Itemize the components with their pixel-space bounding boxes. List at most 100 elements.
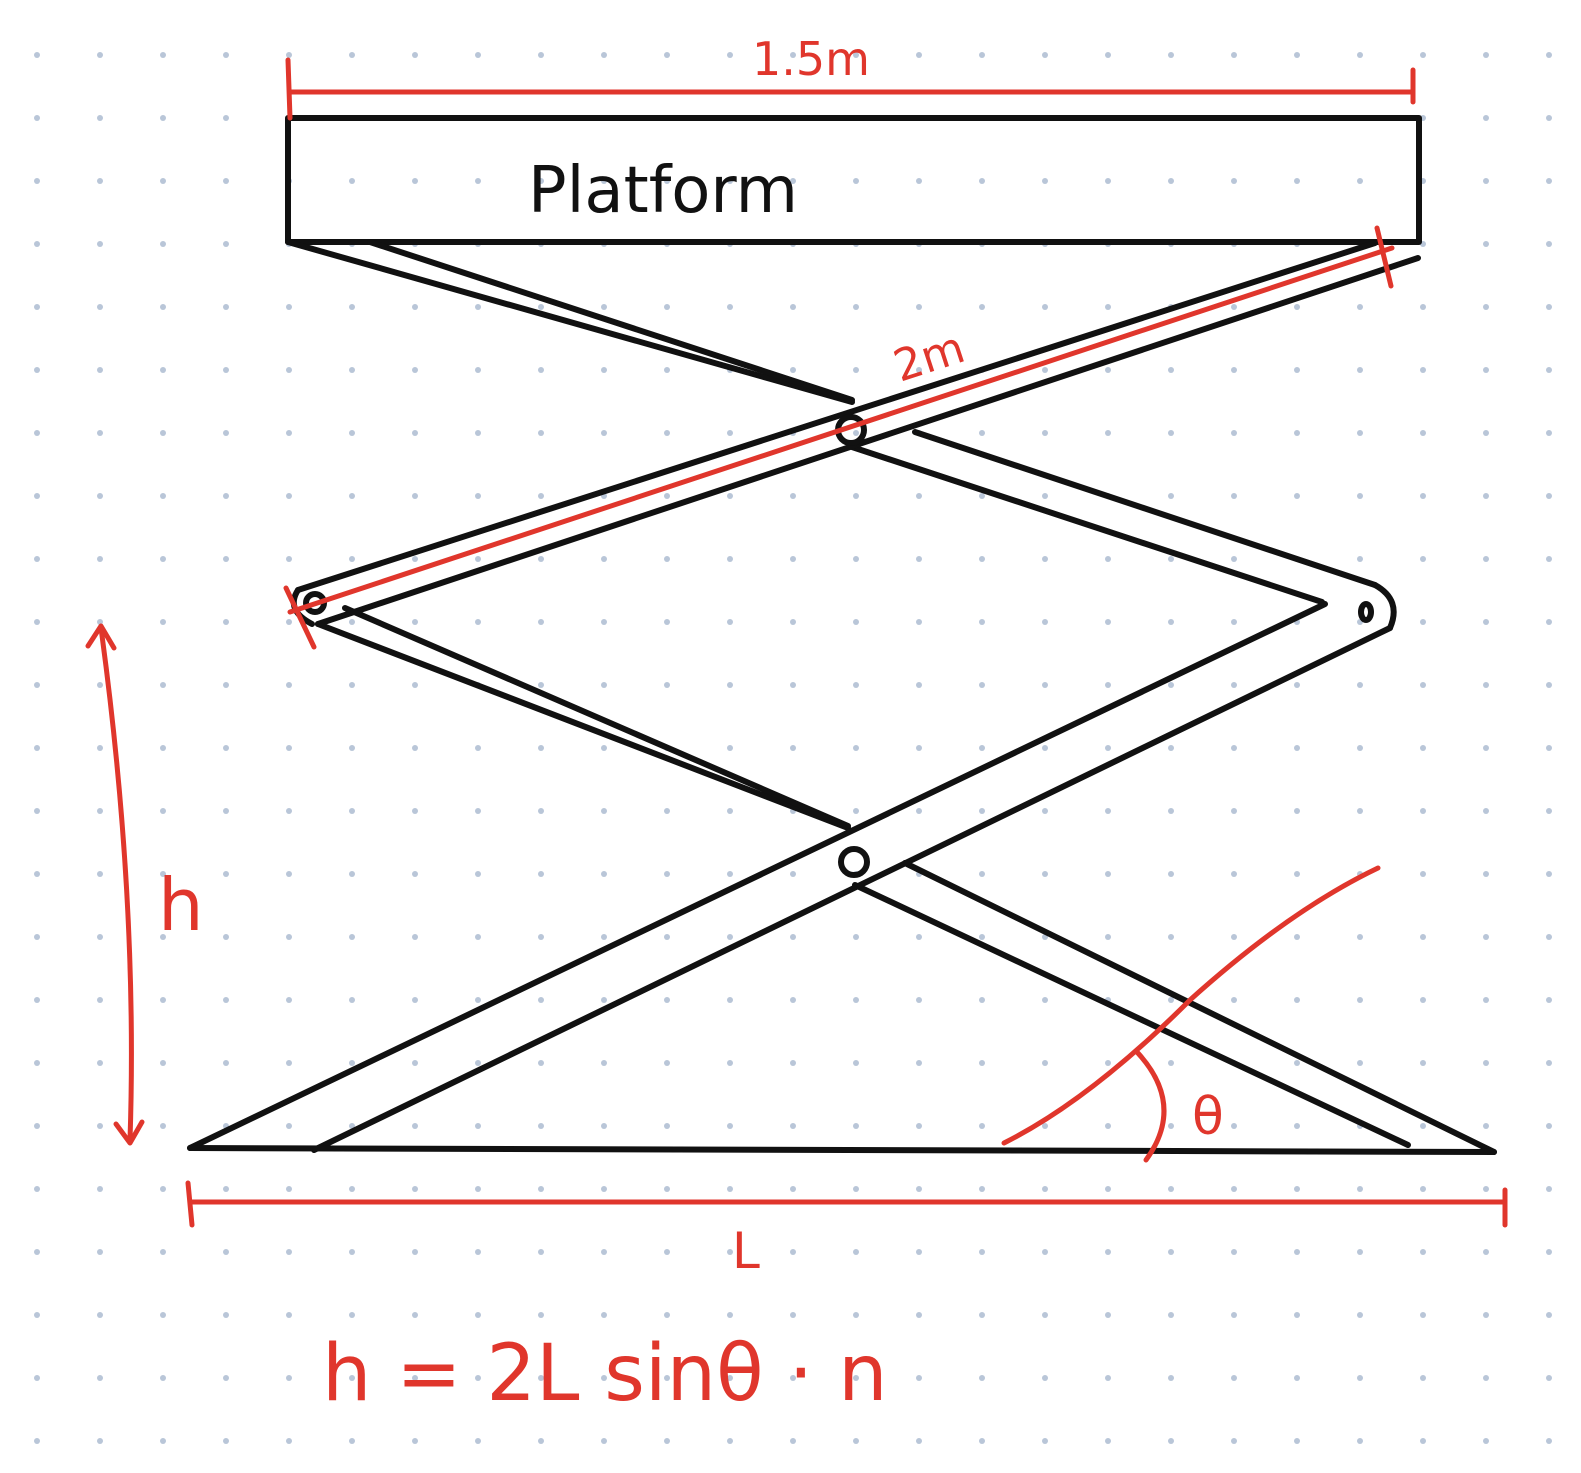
grid-dot	[853, 367, 859, 373]
grid-dot	[1231, 52, 1237, 58]
grid-dot	[223, 808, 229, 814]
grid-dot	[1168, 997, 1174, 1003]
grid-dot	[160, 1249, 166, 1255]
grid-dot	[1042, 745, 1048, 751]
grid-dot	[979, 808, 985, 814]
grid-dot	[727, 1060, 733, 1066]
grid-dot	[1231, 619, 1237, 625]
grid-dot	[601, 997, 607, 1003]
grid-dot	[853, 430, 859, 436]
grid-dot	[979, 997, 985, 1003]
grid-dot	[1483, 367, 1489, 373]
grid-dot	[34, 1249, 40, 1255]
grid-dot	[1042, 1312, 1048, 1318]
grid-dot	[349, 556, 355, 562]
grid-dot	[286, 682, 292, 688]
grid-dot	[1168, 430, 1174, 436]
lower-arm-b-edge-2	[311, 625, 1393, 1153]
grid-dot	[538, 430, 544, 436]
grid-dot	[853, 178, 859, 184]
grid-dot	[727, 1312, 733, 1318]
lower-arm-a-lower-edge-1	[852, 882, 1411, 1148]
grid-dot	[790, 745, 796, 751]
grid-dot	[34, 1438, 40, 1444]
grid-dot	[601, 1438, 607, 1444]
grid-dot	[349, 1312, 355, 1318]
grid-dot	[538, 304, 544, 310]
grid-dot	[1357, 430, 1363, 436]
grid-dot	[223, 52, 229, 58]
grid-dot	[1483, 1060, 1489, 1066]
height-arrow-line	[98, 625, 134, 1143]
grid-dot	[160, 115, 166, 121]
lower-arm-a-lower-edge-2	[902, 860, 1497, 1155]
grid-dot	[1042, 619, 1048, 625]
grid-dot	[412, 619, 418, 625]
grid-dot	[1105, 619, 1111, 625]
grid-dot	[1231, 808, 1237, 814]
grid-dot	[1483, 304, 1489, 310]
grid-dot	[34, 745, 40, 751]
grid-dot	[160, 682, 166, 688]
grid-dot	[853, 745, 859, 751]
grid-dot	[1168, 178, 1174, 184]
grid-dot	[475, 304, 481, 310]
grid-dot	[223, 556, 229, 562]
grid-dot	[916, 1186, 922, 1192]
grid-dot	[1420, 871, 1426, 877]
grid-dot	[1420, 1060, 1426, 1066]
grid-dot	[1546, 430, 1552, 436]
grid-dot	[790, 871, 796, 877]
grid-dot	[475, 1186, 481, 1192]
grid-dot	[412, 682, 418, 688]
grid-dot	[223, 1438, 229, 1444]
grid-dot	[286, 1060, 292, 1066]
grid-dot	[1294, 871, 1300, 877]
grid-dot	[1042, 1186, 1048, 1192]
platform: Platform	[285, 115, 1422, 245]
grid-dot	[223, 367, 229, 373]
grid-dot	[664, 556, 670, 562]
base-line	[187, 1145, 1497, 1155]
grid-dot	[475, 808, 481, 814]
grid-dot	[1231, 1186, 1237, 1192]
grid-dot	[601, 619, 607, 625]
grid-dot	[1546, 556, 1552, 562]
grid-dot	[223, 1186, 229, 1192]
grid-dot	[1105, 1375, 1111, 1381]
grid-dot	[1105, 934, 1111, 940]
grid-dot	[475, 934, 481, 940]
grid-dot	[1231, 1249, 1237, 1255]
grid-dot	[1546, 1438, 1552, 1444]
grid-dot	[1168, 1312, 1174, 1318]
grid-dot	[412, 367, 418, 373]
grid-dot	[790, 367, 796, 373]
grid-dot	[475, 52, 481, 58]
grid-dot	[1105, 367, 1111, 373]
grid-dot	[1231, 430, 1237, 436]
grid-dot	[1546, 241, 1552, 247]
grid-dot	[286, 934, 292, 940]
grid-dot	[160, 1312, 166, 1318]
grid-dot	[349, 745, 355, 751]
grid-dot	[1546, 808, 1552, 814]
upper-arm-b-edge-2	[315, 255, 1421, 627]
grid-dot	[412, 52, 418, 58]
grid-dot	[916, 304, 922, 310]
grid-dot	[916, 745, 922, 751]
grid-dot	[1483, 1438, 1489, 1444]
grid-dot	[1483, 1312, 1489, 1318]
grid-dot	[601, 871, 607, 877]
grid-dot	[1294, 367, 1300, 373]
grid-dot	[412, 1375, 418, 1381]
grid-dot	[664, 997, 670, 1003]
grid-dot	[664, 52, 670, 58]
grid-dot	[1231, 1123, 1237, 1129]
grid-dot	[727, 682, 733, 688]
grid-dot	[160, 430, 166, 436]
grid-dot	[1168, 1123, 1174, 1129]
grid-dot	[1168, 367, 1174, 373]
grid-dot	[1105, 1060, 1111, 1066]
grid-dot	[1420, 52, 1426, 58]
grid-dot	[1231, 871, 1237, 877]
